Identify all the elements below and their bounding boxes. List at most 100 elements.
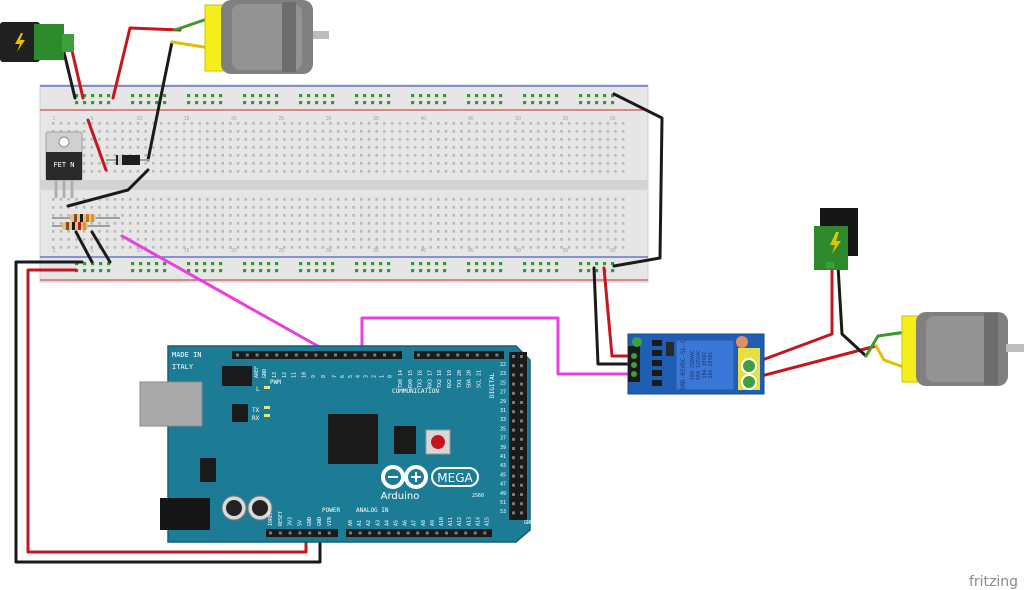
terminal-hole (313, 246, 317, 249)
terminal-hole (298, 146, 301, 149)
terminal-hole (67, 246, 70, 249)
terminal-hole (167, 222, 171, 225)
rail-hole (107, 269, 111, 273)
rail-hole (371, 262, 375, 266)
terminal-hole (167, 246, 171, 249)
header-pin (265, 353, 269, 357)
relay-body (675, 339, 735, 391)
terminal-hole (406, 198, 409, 201)
terminal-hole (306, 246, 309, 249)
header-pin (512, 373, 515, 377)
terminal-hole (614, 198, 617, 201)
terminal-hole (129, 230, 132, 233)
header-pin (275, 353, 279, 357)
pin-label: 13 (272, 372, 278, 378)
terminal-hole (452, 154, 455, 157)
terminal-hole (198, 130, 201, 133)
terminal-hole (182, 122, 186, 125)
terminal-hole (306, 138, 309, 141)
terminal-hole (75, 206, 78, 209)
motor-top (204, 0, 329, 74)
terminal-hole (275, 222, 278, 225)
terminal-hole (144, 206, 147, 209)
terminal-hole (105, 198, 109, 201)
rail-hole (435, 101, 439, 105)
terminal-hole (560, 230, 563, 233)
terminal-hole (567, 138, 571, 141)
terminal-hole (606, 146, 609, 149)
terminal-hole (614, 246, 617, 249)
terminal-hole (467, 138, 471, 141)
rail-hole (323, 262, 327, 266)
terminal-hole (129, 122, 132, 125)
terminal-hole (259, 198, 263, 201)
header-pin (392, 353, 396, 357)
terminal-hole (398, 162, 402, 165)
pin-label: 2 (372, 375, 378, 378)
terminal-hole (159, 130, 163, 133)
terminal-hole (390, 222, 394, 225)
pin-label: 39 (500, 445, 506, 451)
wire-jack2-black (836, 264, 868, 358)
rail-hole (411, 262, 415, 266)
terminal-hole (421, 170, 425, 173)
terminal-hole (598, 138, 602, 141)
analog-in-label: ANALOG IN (356, 507, 389, 514)
header-pin (520, 401, 523, 404)
terminal-hole (483, 214, 486, 217)
terminal-hole (329, 198, 332, 201)
terminal-hole (375, 222, 378, 225)
terminal-hole (591, 198, 594, 201)
pin-label: A11 (448, 517, 454, 526)
terminal-hole (621, 122, 625, 125)
terminal-hole (575, 214, 579, 217)
terminal-hole (452, 222, 455, 225)
rail-hole (299, 101, 303, 105)
rail-hole (91, 269, 95, 273)
relay-rating: 10A 125VAC (696, 350, 702, 380)
pin-label: 3 (364, 375, 370, 378)
column-mark: 60 (610, 116, 616, 122)
terminal-hole (483, 162, 486, 165)
header-pin (314, 353, 318, 357)
header-pin (373, 353, 377, 357)
pin-label: A8 (421, 520, 427, 526)
terminal-hole (344, 162, 348, 165)
terminal-hole (152, 246, 155, 249)
terminal-hole (483, 170, 486, 173)
terminal-hole (98, 214, 101, 217)
terminal-hole (129, 170, 132, 173)
rail-hole (195, 94, 199, 98)
terminal-hole (621, 222, 625, 225)
terminal-hole (329, 230, 332, 233)
terminal-hole (182, 230, 186, 233)
header-pin (512, 493, 515, 496)
header-pin (520, 474, 523, 478)
lightning-icon (830, 232, 841, 254)
terminal-hole (413, 122, 417, 125)
terminal-hole (598, 162, 602, 165)
terminal-hole (182, 154, 186, 157)
header-pin (456, 353, 460, 357)
relay-terminal-2[interactable] (741, 374, 757, 390)
rail-hole (323, 94, 327, 98)
terminal-hole (329, 222, 332, 225)
rail-hole (147, 101, 151, 105)
terminal-hole (290, 230, 294, 233)
column-mark: 1 (53, 116, 56, 122)
terminal-hole (452, 170, 455, 173)
rail-hole (419, 101, 423, 105)
terminal-hole (514, 154, 517, 157)
terminal-hole (236, 138, 240, 141)
column-mark: 10 (136, 248, 142, 254)
terminal-hole (259, 214, 263, 217)
terminal-hole (460, 138, 463, 141)
pin-label: A10 (439, 517, 445, 526)
terminal-hole (544, 206, 548, 209)
relay-terminal-1[interactable] (741, 358, 757, 374)
terminal-hole (244, 238, 248, 241)
terminal-hole (206, 222, 209, 225)
terminal-hole (452, 206, 455, 209)
terminal-hole (537, 230, 540, 233)
terminal-hole (452, 198, 455, 201)
